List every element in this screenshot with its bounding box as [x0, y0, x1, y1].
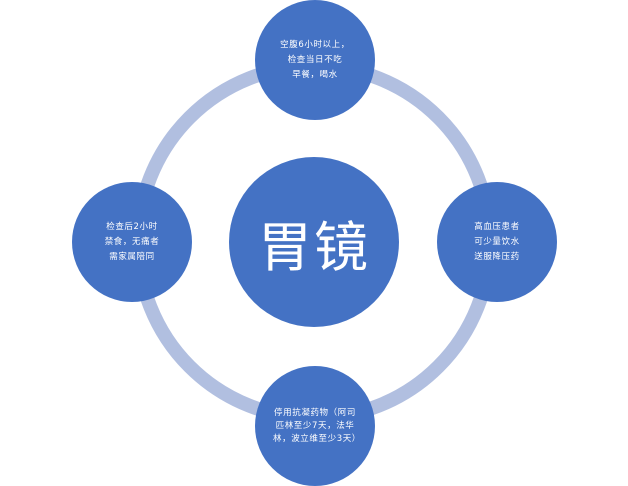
node-anticoagulant: 停用抗凝药物（阿司匹林至少7天，法华林，波立维至少3天）: [255, 366, 375, 486]
center-title: 胃镜: [258, 215, 370, 279]
node-post-exam: 检查后2小时 禁食，无痛者 需家属陪同: [72, 182, 192, 302]
node-anticoagulant-text: 停用抗凝药物（阿司匹林至少7天，法华林，波立维至少3天）: [273, 407, 361, 444]
node-hypertension: 高血压患者 可少量饮水 送服降压药: [437, 182, 557, 302]
node-fasting: 空腹6小时以上， 检查当日不吃 早餐，喝水: [255, 0, 375, 120]
center-node: 胃镜: [229, 157, 399, 327]
node-fasting-text: 空腹6小时以上， 检查当日不吃 早餐，喝水: [280, 39, 350, 80]
node-hypertension-text: 高血压患者 可少量饮水 送服降压药: [474, 221, 520, 262]
node-post-exam-text: 检查后2小时 禁食，无痛者 需家属陪同: [104, 221, 160, 262]
